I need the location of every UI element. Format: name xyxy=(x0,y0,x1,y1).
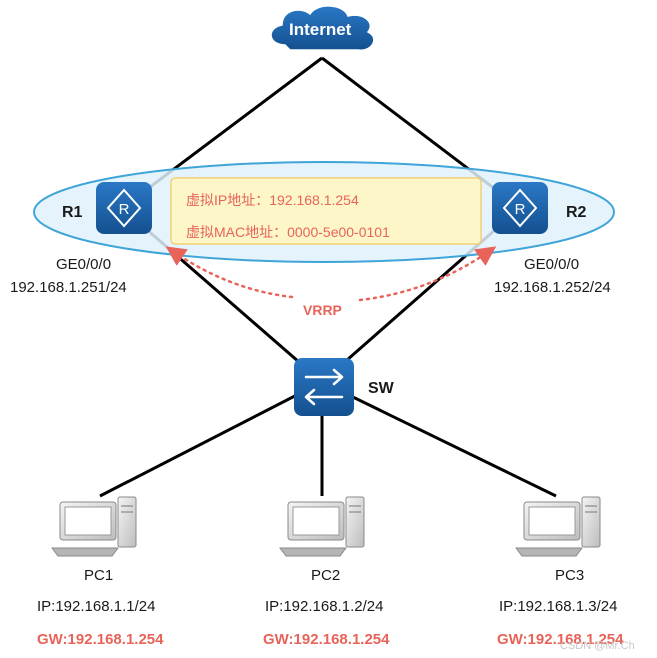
router-r2-name: R2 xyxy=(566,204,587,221)
pc1-icon xyxy=(51,496,137,557)
router-r1-name: R1 xyxy=(62,204,83,221)
svg-text:R: R xyxy=(515,201,526,218)
link-sw-pc1 xyxy=(99,380,323,498)
pc3-icon xyxy=(515,496,601,557)
virtual-ip-text: 虚拟IP地址：192.168.1.254 xyxy=(186,192,359,208)
router-r1-interface: GE0/0/0 xyxy=(56,256,112,273)
pc3-ip: IP:192.168.1.3/24 xyxy=(499,598,618,615)
pc2-gateway: GW:192.168.1.254 xyxy=(263,631,390,648)
vrrp-label: VRRP xyxy=(303,302,342,318)
pc3-name: PC3 xyxy=(555,567,585,584)
internet-cloud-icon xyxy=(270,5,375,51)
pc1-name: PC1 xyxy=(84,567,114,584)
router-r2-icon: R xyxy=(492,182,548,234)
router-r2-ip: 192.168.1.252/24 xyxy=(494,279,611,296)
vrrp-arrow-left xyxy=(165,246,294,299)
link-sw-pc3 xyxy=(321,380,557,498)
svg-text:R: R xyxy=(119,201,130,218)
virtual-mac-text: 虚拟MAC地址：0000-5e00-0101 xyxy=(186,224,390,240)
internet-label: Internet xyxy=(289,20,352,39)
pc1-gateway: GW:192.168.1.254 xyxy=(37,631,164,648)
pc3-gateway: GW:192.168.1.254 xyxy=(497,631,624,648)
vrrp-arrows xyxy=(165,246,497,302)
vrrp-arrow-right xyxy=(358,246,497,302)
virtual-address-box xyxy=(170,177,482,245)
pc2-icon xyxy=(279,496,365,557)
router-r1-icon: R xyxy=(96,182,152,234)
pc2-ip: IP:192.168.1.2/24 xyxy=(265,598,384,615)
links xyxy=(99,56,557,498)
switch-icon xyxy=(294,358,354,416)
pc2-name: PC2 xyxy=(311,567,341,584)
router-r2-interface: GE0/0/0 xyxy=(524,256,580,273)
watermark: CSDN @Mr.Ch xyxy=(560,640,635,652)
router-r1-ip: 192.168.1.251/24 xyxy=(10,279,127,296)
switch-label: SW xyxy=(368,380,394,397)
pc1-ip: IP:192.168.1.1/24 xyxy=(37,598,156,615)
